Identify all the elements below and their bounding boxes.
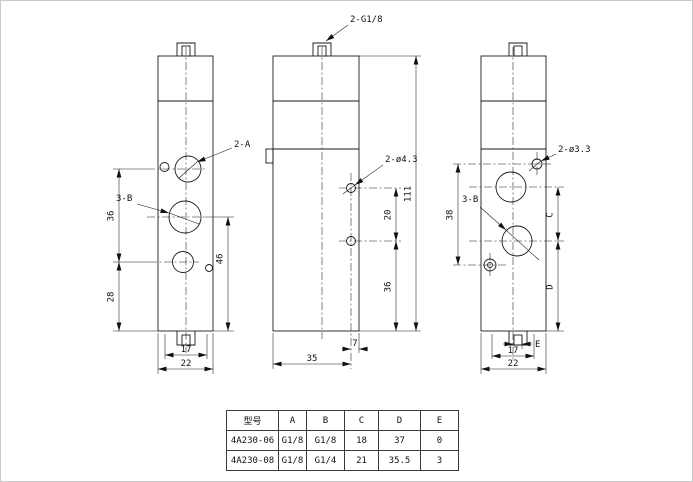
front-view-dimensions xyxy=(272,24,421,369)
front-view: 20 36 111 7 35 2-G1/8 2-ø4.3 xyxy=(265,15,421,369)
spec-cell-e: 3 xyxy=(420,450,459,471)
dim-label-38: 38 xyxy=(446,210,456,221)
spec-cell-b: G1/4 xyxy=(306,450,345,471)
callout-top-port: 2-G1/8 xyxy=(350,15,383,25)
dim-label-111: 111 xyxy=(404,186,414,202)
spec-cell-e: 0 xyxy=(420,430,459,451)
left-view-outline xyxy=(157,42,214,346)
spec-header-row: 型号 A B C D E xyxy=(226,410,459,431)
callout-3b-right: 3-B xyxy=(462,195,478,205)
spec-col-header-e: E xyxy=(420,410,459,431)
left-view-dimensions xyxy=(113,147,234,374)
right-side-view: 38 C D E 17 22 2-ø3.3 3-B xyxy=(446,42,591,374)
front-view-outline xyxy=(265,42,360,332)
dim-label-d: D xyxy=(546,284,556,289)
spec-cell-model: 4A230-08 xyxy=(226,450,279,471)
dim-label-46-left: 46 xyxy=(216,254,226,265)
spec-cell-b: G1/8 xyxy=(306,430,345,451)
left-side-view: 36 28 46 17 22 2-A 3-B xyxy=(107,42,251,374)
spec-row-4a230-08: 4A230-08 G1/8 G1/4 21 35.5 3 xyxy=(226,450,459,471)
spec-cell-d: 35.5 xyxy=(378,450,421,471)
dim-label-22-right: 22 xyxy=(508,359,519,369)
spec-table: 型号 A B C D E 4A230-06 G1/8 G1/8 18 37 0 … xyxy=(226,410,459,471)
spec-cell-a: G1/8 xyxy=(278,430,307,451)
spec-row-4a230-06: 4A230-06 G1/8 G1/8 18 37 0 xyxy=(226,430,459,451)
spec-col-header-model: 型号 xyxy=(226,410,279,431)
spec-col-header-d: D xyxy=(378,410,421,431)
dim-label-17-left: 17 xyxy=(181,345,192,355)
right-view-dimensions xyxy=(455,153,564,374)
dim-label-c: C xyxy=(546,212,556,217)
callout-2a: 2-A xyxy=(234,140,251,150)
dim-label-35: 35 xyxy=(307,354,318,364)
spec-cell-c: 21 xyxy=(344,450,379,471)
front-view-centerlines xyxy=(321,47,401,369)
spec-cell-model: 4A230-06 xyxy=(226,430,279,451)
dim-label-36-front: 36 xyxy=(384,282,394,293)
dim-label-7: 7 xyxy=(352,339,357,349)
left-view-centerlines xyxy=(147,47,205,353)
spec-cell-c: 18 xyxy=(344,430,379,451)
spec-col-header-b: B xyxy=(306,410,345,431)
spec-cell-d: 37 xyxy=(378,430,421,451)
dim-label-36-left: 36 xyxy=(107,211,117,222)
dim-label-17-right: 17 xyxy=(508,346,519,356)
right-view-centerlines xyxy=(453,47,564,361)
callout-3b-left: 3-B xyxy=(116,194,132,204)
dim-label-22-left: 22 xyxy=(181,359,192,369)
spec-col-header-a: A xyxy=(278,410,307,431)
callout-hole-4-3: 2-ø4.3 xyxy=(385,155,418,165)
right-view-outline xyxy=(480,42,547,346)
spec-cell-a: G1/8 xyxy=(278,450,307,471)
dim-label-28-left: 28 xyxy=(107,292,117,303)
dim-label-20: 20 xyxy=(384,210,394,221)
dim-label-e: E xyxy=(535,340,540,350)
spec-col-header-c: C xyxy=(344,410,379,431)
callout-hole-3-3: 2-ø3.3 xyxy=(558,145,591,155)
